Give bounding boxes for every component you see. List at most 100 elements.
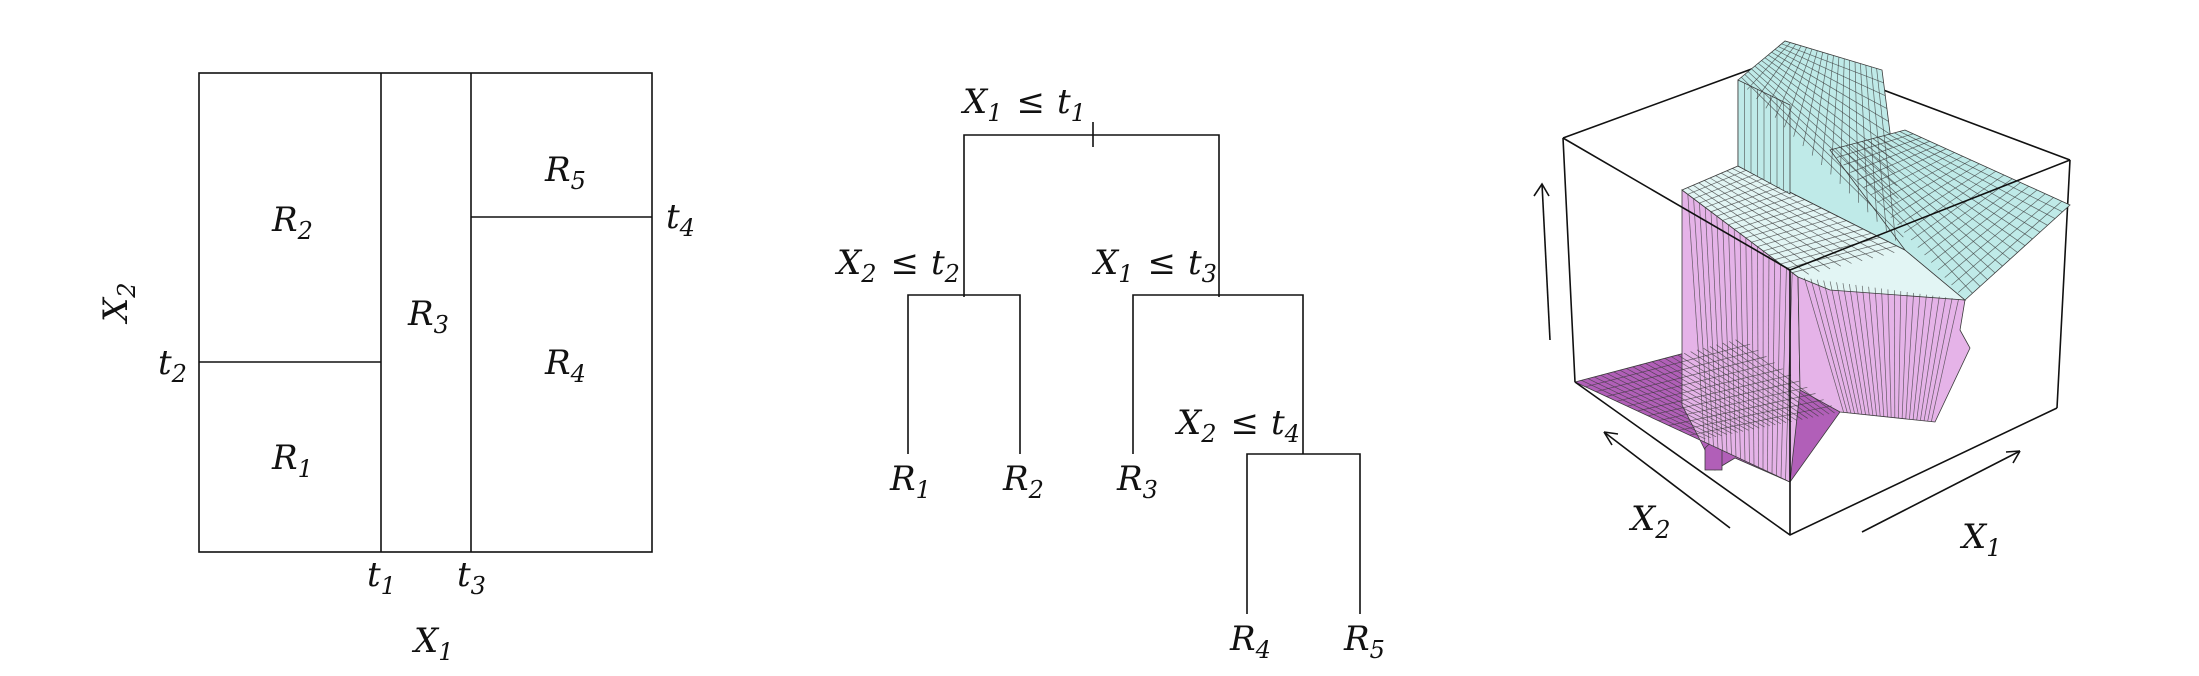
surface-mesh-line [1745,237,1750,464]
surface-mesh-line [1842,283,1866,415]
surface-mesh-line [1868,286,1881,417]
right2-branch [1246,453,1361,614]
surface-mesh-line [1757,220,1847,247]
surface-x1-label: X1 [1959,517,2002,562]
node-right: X1≤t3 [1091,243,1217,288]
right-branch [1132,294,1304,454]
surface-mesh-line [1728,199,1805,226]
surface-mesh-line [1877,155,1963,203]
surface-mesh-line [1927,298,1953,422]
surface-mesh-line [1739,207,1822,234]
surface-mesh-line [1595,349,1759,393]
surface-mesh-line [1768,228,1864,256]
surface-mesh-line [1786,241,1889,269]
surface-mesh-line [1836,282,1863,415]
surface-mesh-line [1710,211,1723,451]
surface-mesh-line [1904,170,1996,233]
surface-mesh-line [1668,393,1816,426]
surface-mesh-line [1756,44,1797,100]
x1-arrow-head [2005,450,2021,464]
surface-mesh-line [1830,57,1840,175]
surface-mesh-line [1722,220,1732,455]
node-left: X2≤t2 [834,243,960,288]
surface-mesh-line [1751,216,1839,243]
surface-mesh-line [1823,280,1855,414]
surface-mesh-line [1780,268,1787,478]
z-arrow-head [1533,182,1550,197]
surface-mesh-line [1856,144,1939,181]
surface-mesh-line [1739,233,1746,462]
surface-mesh-line [1710,186,1780,213]
surface-mesh-line [1745,211,1830,239]
surface-mesh-line [1765,45,1802,109]
surface-mesh-line [1693,198,1710,445]
surface-mesh-line [1883,159,1972,211]
surface-mesh-line [1836,133,1914,158]
surface-mesh-line [1733,229,1741,459]
surface-mesh-line [1937,189,2038,271]
surface-mesh-line [1704,207,1719,449]
surface-mesh-line [1951,197,2054,286]
surface-mesh-line [1849,284,1870,416]
surface-mesh-line [1863,148,1947,188]
surface-mesh-line [1647,380,1800,417]
surface-mesh-line [1855,284,1874,416]
surface-mesh-line [1850,140,1930,173]
leaf-r2: R2 [1002,459,1044,504]
surface-mesh-line [1874,287,1885,417]
surface-mesh-line [1923,297,1947,421]
surface-mesh-line [1811,53,1829,156]
surface-mesh-line [1901,292,1908,419]
x2-arrow-head [1603,431,1619,446]
leaf-r3: R3 [1116,459,1158,504]
axis-arrows [1533,182,2021,533]
leaf-r4: R4 [1229,619,1271,664]
surface-mesh-line [1793,50,1818,137]
surface-mesh-line [1916,295,1934,421]
surface-x2-label: X2 [1628,499,1671,544]
x2-axis-arrow [1603,431,1731,529]
threshold-label-t1: t1 [367,555,396,600]
surface-mesh-line [1810,278,1848,413]
surface-mesh-line [1843,137,1922,166]
surface-mesh-line [1920,296,1940,421]
surface-mesh-line [1829,281,1859,414]
surface-mesh-line [1909,293,1921,420]
surface-mesh-line [1876,68,1897,241]
x1-axis-arrow [1861,450,2021,533]
tree-panel: X1≤t1 X2≤t2 X1≤t3 X2≤t4 R1 R2 R3 R4 R5 [834,82,1385,664]
surface-mesh-line [1693,174,1755,200]
surface-mesh-line [1898,291,1902,419]
surface-mesh-line [1606,356,1767,397]
region-label-r5: R5 [544,150,586,195]
surface-mesh-line [1687,169,1747,195]
surface-mesh-line [1776,263,1781,476]
surface-mesh-line [1734,203,1814,230]
surface-mesh-line [1716,216,1728,453]
node-right2: X2≤t4 [1174,403,1300,448]
region-label-r3: R3 [407,294,449,339]
leaf-r1: R1 [889,459,931,504]
surface-mesh-line [1728,224,1737,457]
surface-mesh-line [1784,48,1813,128]
surface-mesh-line [1751,242,1755,466]
surface-mesh-line [1944,193,2046,278]
surface-mesh-line [1616,362,1775,402]
surface-mesh-line [1958,200,2062,293]
region-label-r4: R4 [544,343,586,388]
surface-mesh-line [1774,232,1872,260]
surface-mesh-line [1931,185,2029,263]
node-root: X1≤t1 [960,82,1086,127]
surface-mesh-line [1689,405,1832,436]
surface-mesh-line [1792,245,1897,273]
surface-grid [1581,42,2063,480]
surface-mesh-line [1931,299,1959,422]
partition-box [198,72,653,553]
surface-mesh-line [1716,190,1789,217]
surface-mesh-line [1804,277,1844,413]
surface-mesh-line [1924,182,2021,256]
surface-mesh-line [1705,182,1772,208]
region-label-r1: R1 [271,438,313,483]
y-axis-label: X2 [96,283,141,326]
surface-mesh-line [1757,246,1759,468]
